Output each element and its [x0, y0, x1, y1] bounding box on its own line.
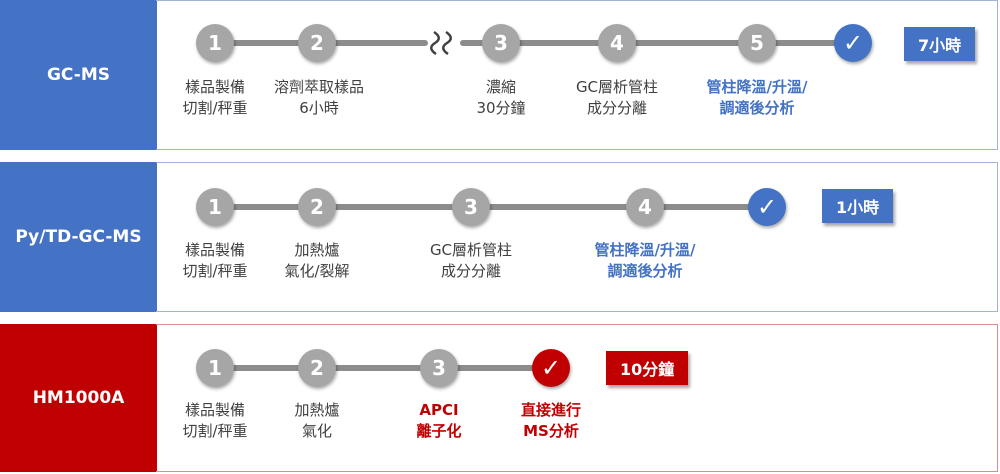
step-label-3: GC層析管柱成分分離 — [429, 241, 513, 280]
method-label-py-td-gc-ms: Py/TD-GC-MS — [0, 162, 157, 312]
step-label-2: 加熱爐氣化 — [294, 401, 340, 440]
step-label-1: 樣品製備切割/秤重 — [182, 78, 248, 117]
complete-check-icon: ✓ — [834, 24, 872, 62]
step-node-5: 5 — [738, 24, 776, 62]
step-node-1: 1 — [196, 188, 234, 226]
py-td-gc-ms-panel: Py/TD-GC-MS 1 2 3 4 ✓ 1小時 樣品製備切割/秤重 加熱爐氣… — [0, 162, 998, 312]
step-node-1: 1 — [196, 24, 234, 62]
timeline-line — [216, 365, 551, 371]
complete-check-icon: ✓ — [532, 349, 570, 387]
time-badge: 1小時 — [822, 189, 894, 223]
complete-check-icon: ✓ — [748, 188, 786, 226]
panel-frame — [156, 324, 998, 472]
step-node-4: 4 — [626, 188, 664, 226]
timeline-line — [216, 204, 768, 210]
method-label-gc-ms: GC-MS — [0, 0, 157, 150]
step-node-3: 3 — [420, 349, 458, 387]
step-label-4: GC層析管柱成分分離 — [575, 78, 659, 117]
time-badge: 10分鐘 — [606, 351, 689, 385]
timeline-line — [460, 40, 855, 46]
step-node-3: 3 — [482, 24, 520, 62]
step-label-1: 樣品製備切割/秤重 — [182, 401, 248, 440]
step-node-4: 4 — [598, 24, 636, 62]
step-label-5: 管柱降溫/升溫/調適後分析 — [706, 78, 808, 117]
step-node-2: 2 — [298, 24, 336, 62]
step-node-3: 3 — [452, 188, 490, 226]
step-node-1: 1 — [196, 349, 234, 387]
hm1000a-panel: HM1000A 1 2 3 ✓ 10分鐘 樣品製備切割/秤重 加熱爐氣化 APC… — [0, 324, 998, 472]
panel-frame — [156, 162, 998, 312]
panel-frame — [156, 0, 998, 150]
method-label-hm1000a: HM1000A — [0, 324, 157, 472]
step-label-4: 管柱降溫/升溫/調適後分析 — [594, 241, 696, 280]
step-node-2: 2 — [298, 349, 336, 387]
timeline-break-icon — [430, 30, 452, 56]
step-label-2: 加熱爐氣化/裂解 — [284, 241, 350, 280]
step-label-1: 樣品製備切割/秤重 — [182, 241, 248, 280]
step-node-2: 2 — [298, 188, 336, 226]
time-badge: 7小時 — [904, 27, 976, 61]
